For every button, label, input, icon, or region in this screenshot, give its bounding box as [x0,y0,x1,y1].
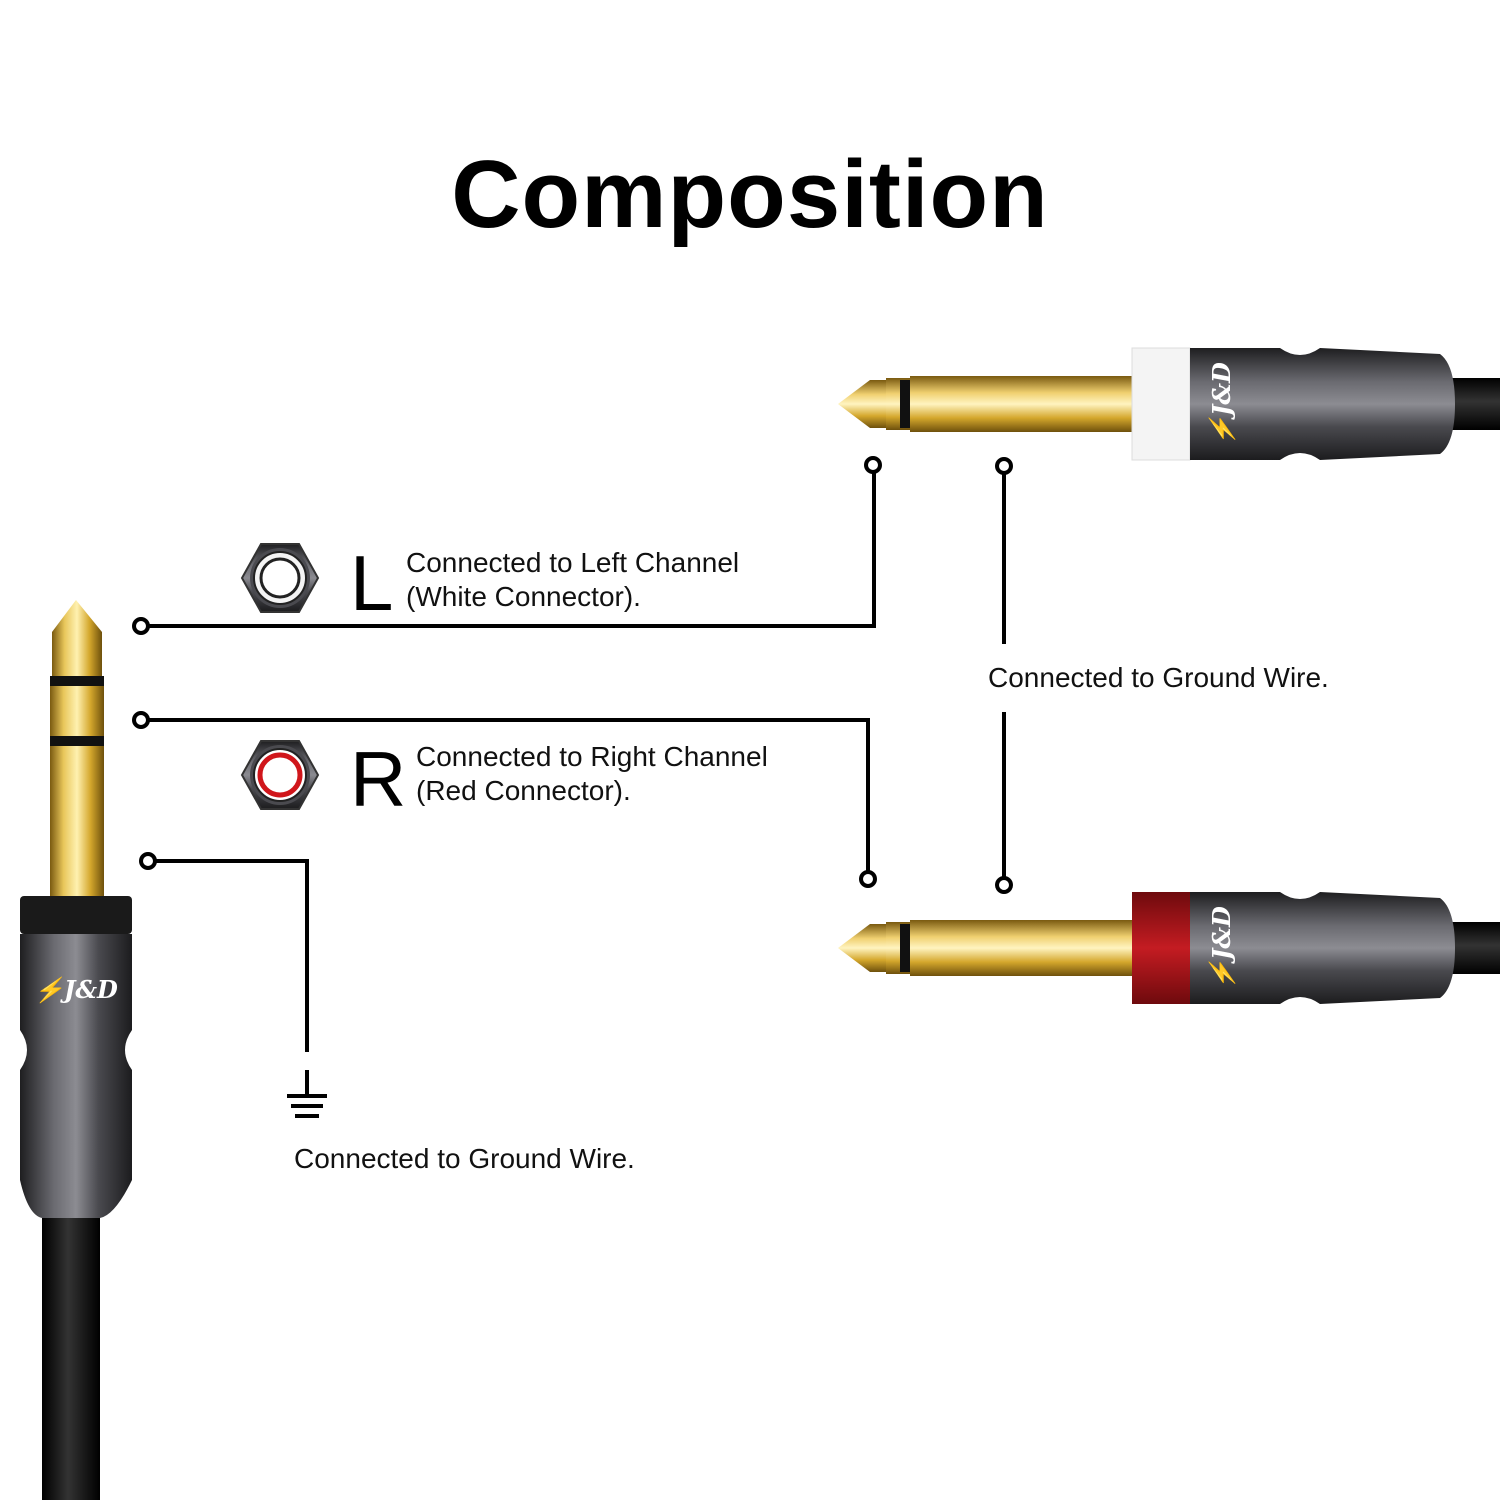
right-channel-line1: Connected to Right Channel [416,741,768,772]
dot-white-sleeve [995,457,1013,475]
dot-trs-ring [132,711,150,729]
white-plug-black-ring [900,380,910,428]
white-plug-housing [1190,348,1455,460]
left-channel-line2: (White Connector). [406,581,641,612]
trs-collar [20,896,132,934]
trs-ring-insulator-1 [50,676,104,686]
trs-tip-neck [52,642,102,676]
brand-logo-white: ⚡J&D [1207,362,1236,446]
connection-lines [148,470,1006,1052]
ts-plug-white: ⚡J&D [838,347,1500,461]
white-band [1131,347,1191,461]
ground-label-right: Connected to Ground Wire. [988,662,1329,693]
white-plug-sleeve [910,376,1134,432]
dot-trs-tip [132,617,150,635]
dot-trs-sleeve [139,852,157,870]
red-plug-housing [1190,892,1455,1004]
ground-trs-line [154,859,309,1052]
white-plug-cable [1450,378,1500,430]
left-channel-letter: L [350,539,394,627]
red-plug-cable [1450,922,1500,974]
right-channel-letter: R [350,735,407,823]
trs-ring [50,686,104,736]
red-band [1132,892,1190,1004]
red-plug-black-ring [900,924,910,972]
left-channel-line1: Connected to Left Channel [406,547,740,578]
trs-cable [42,1210,100,1500]
terminal-dots [132,456,1013,894]
right-channel-line2: (Red Connector). [416,775,631,806]
page-title: Composition [451,141,1049,248]
red-plug-tip [838,924,886,972]
red-plug-sleeve [910,920,1134,976]
left-channel-line [148,470,876,628]
dot-red-tip [859,870,877,888]
dot-red-sleeve [995,876,1013,894]
brand-logo-red: ⚡J&D [1207,906,1236,990]
ground-symbol-icon [287,1070,327,1118]
ts-plug-red: ⚡J&D [838,892,1500,1004]
ground-label-left: Connected to Ground Wire. [294,1143,635,1174]
dot-white-tip [864,456,882,474]
trs-housing [20,934,132,1218]
trs-ring-insulator-2 [50,736,104,746]
white-plug-tip [838,380,886,428]
brand-logo-trs: ⚡J&D [34,975,118,1004]
trs-plug: ⚡J&D [20,600,132,1500]
white-nut-icon [240,543,320,613]
red-nut-icon [240,740,320,810]
trs-tip [52,600,102,642]
trs-sleeve [50,746,104,896]
right-channel-line [148,718,870,872]
